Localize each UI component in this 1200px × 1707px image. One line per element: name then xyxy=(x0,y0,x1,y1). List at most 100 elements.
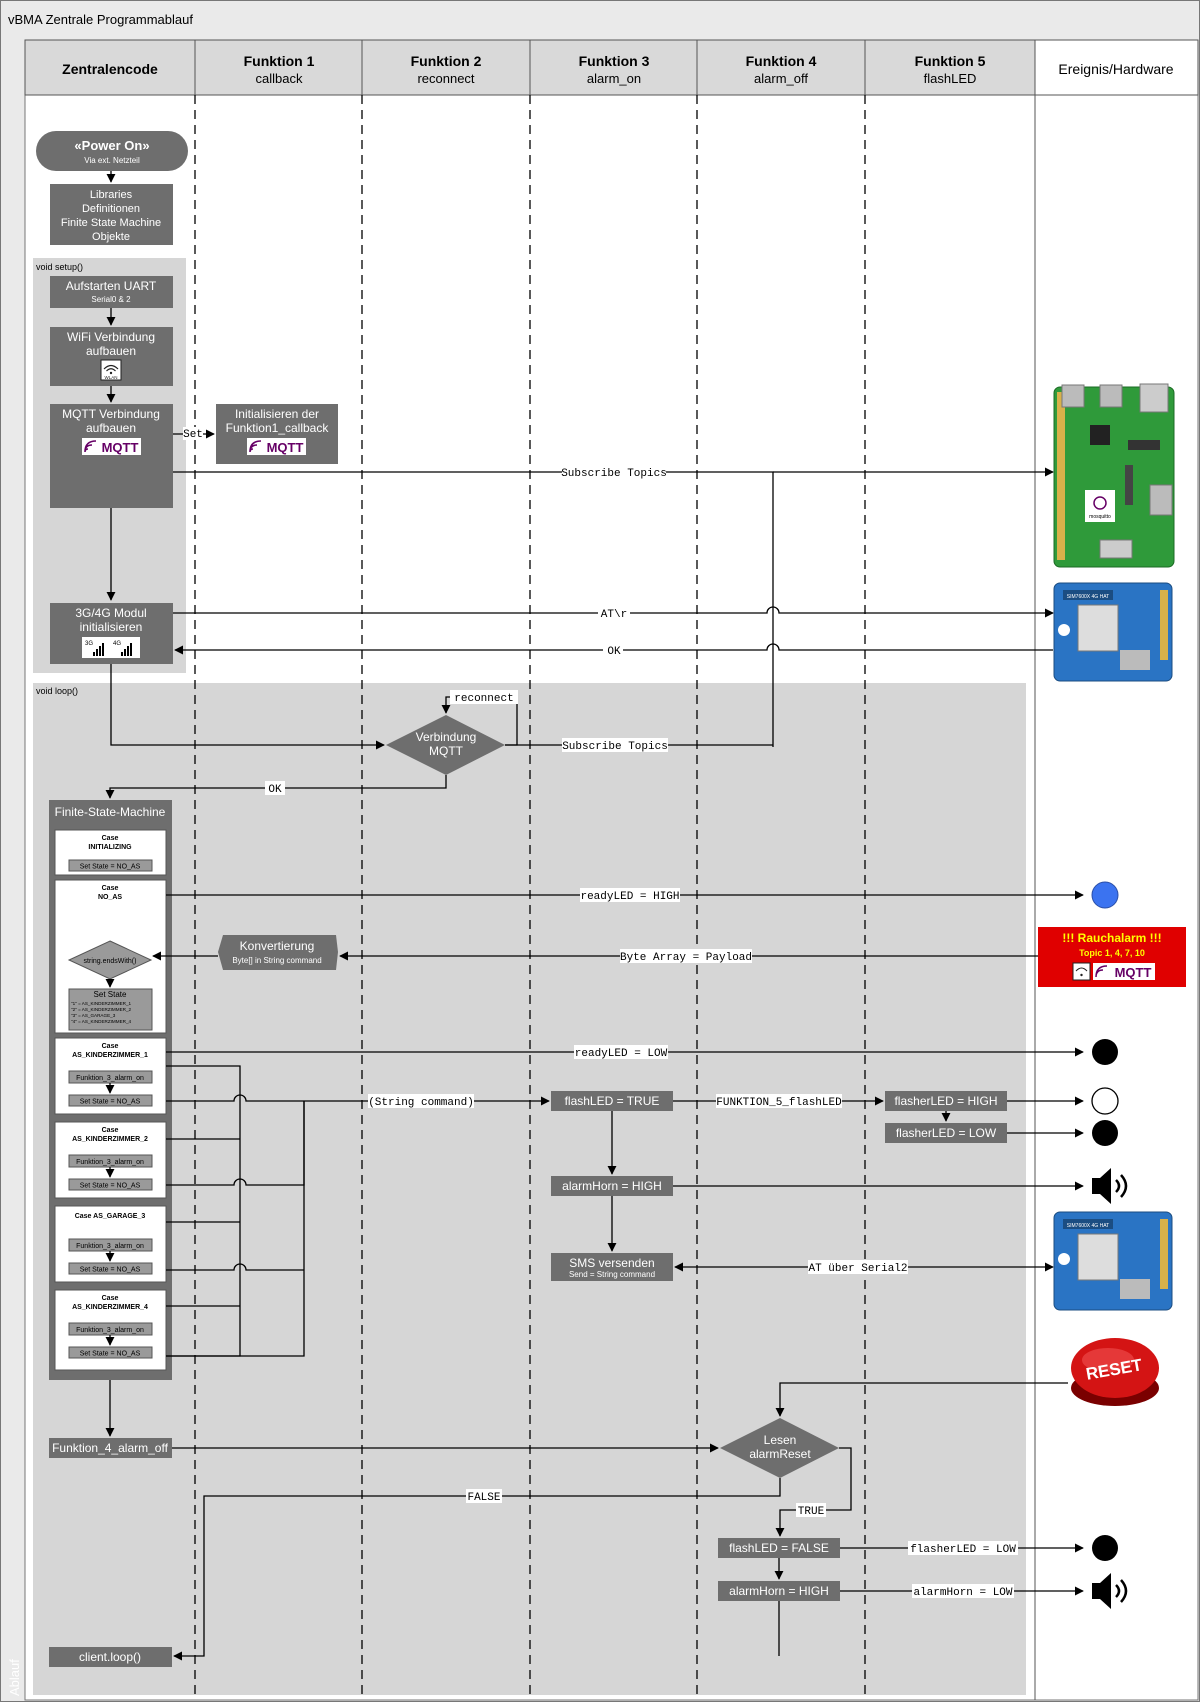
uart-title: Aufstarten UART xyxy=(66,279,157,293)
set-state-kz2-label: Set State = NO_AS xyxy=(80,1183,141,1190)
sms-box xyxy=(551,1253,673,1281)
lane-title-5: Funktion 5 xyxy=(915,53,986,69)
konvertierung-title: Konvertierung xyxy=(240,939,315,953)
loop-label: void loop() xyxy=(36,686,78,696)
client-loop-label: client.loop() xyxy=(79,1650,141,1664)
set-state-line-1: "1" = AS_KINDERZIMMER_1 xyxy=(71,1001,132,1006)
case-no-as-line-2: NO_AS xyxy=(98,894,122,901)
flashled-true-box xyxy=(551,1091,673,1111)
edge-label-string-command: (String command) xyxy=(368,1097,474,1109)
edge-label-flasher-low-final: flasherLED = LOW xyxy=(910,1544,1016,1556)
rauchalarm-mqtt-logo: MQTT xyxy=(1115,965,1152,980)
lane-subtitle-2: reconnect xyxy=(417,71,474,86)
wlan-icon-label: WLAN xyxy=(104,375,117,380)
wifi-line-1: WiFi Verbindung xyxy=(67,330,155,344)
edge-label-reconnect: reconnect xyxy=(454,693,513,705)
lesen-line-1: Lesen xyxy=(764,1433,797,1447)
set-state-initializing-label: Set State = NO_AS xyxy=(80,864,141,871)
edge-label-ready-high: readyLED = HIGH xyxy=(580,891,679,903)
lane-title-0: Zentralencode xyxy=(62,61,158,77)
signal-3g-label: 3G xyxy=(85,641,93,647)
diagram-title: vBMA Zentrale Programmablauf xyxy=(8,12,193,27)
signal-4g-label: 4G xyxy=(113,641,121,647)
mqtt-connect-box xyxy=(50,404,173,508)
client-loop-box xyxy=(49,1647,172,1667)
call-alarm-on-kz2-label: Funktion_3_alarm_on xyxy=(76,1159,144,1166)
libraries-line-1: Libraries xyxy=(90,189,133,201)
wifi-line-2: aufbauen xyxy=(86,344,136,358)
start-subtitle: Via ext. Netzteil xyxy=(84,156,140,165)
case-kz2-line-1: Case xyxy=(102,1127,119,1134)
reset-button-icon: RESET xyxy=(1071,1338,1159,1406)
alarmhorn-high-box xyxy=(551,1176,673,1196)
wlan-icon: WLAN xyxy=(100,359,122,381)
lane-subtitle-4: alarm_off xyxy=(754,71,808,86)
pool-label: Ablauf xyxy=(7,1659,22,1696)
callback-init-line-1: Initialisieren der xyxy=(235,407,319,421)
rauchalarm-event: !!! Rauchalarm !!! Topic 1, 4, 7, 10 MQT… xyxy=(1038,927,1186,987)
ready-led-off-icon xyxy=(1092,1039,1118,1065)
callback-mqtt-logo-icon: MQTT xyxy=(247,438,306,455)
lane-title-6: Ereignis/Hardware xyxy=(1058,61,1173,77)
call-alarm-on-kz4-label: Funktion_3_alarm_on xyxy=(76,1327,144,1334)
edge-label-byte-array: Byte Array = Payload xyxy=(620,952,752,964)
lane-subtitle-5: flashLED xyxy=(924,71,977,86)
case-kz1-line-2: AS_KINDERZIMMER_1 xyxy=(72,1052,148,1059)
edge-label-funktion5: FUNKTION_5_flashLED xyxy=(716,1097,842,1109)
verbindung-mqtt-decision xyxy=(386,715,505,775)
flashled-false-label: flashLED = FALSE xyxy=(729,1541,829,1555)
set-state-kz2 xyxy=(68,1178,153,1191)
mqtt-connect-line-1: MQTT Verbindung xyxy=(62,407,160,421)
alarmhorn-high-label: alarmHorn = HIGH xyxy=(562,1179,662,1193)
sms-subtitle: Send = String command xyxy=(569,1270,655,1279)
edge-label-ok-connection: OK xyxy=(268,784,282,796)
flasher-led-off-icon xyxy=(1092,1120,1118,1146)
lane-subtitle-3: alarm_on xyxy=(587,71,641,86)
mqtt-connect-line-2: aufbauen xyxy=(86,421,136,435)
setup-label: void setup() xyxy=(36,262,83,272)
case-initializing-line-2: INITIALIZING xyxy=(88,844,132,851)
lane-dashed-lines xyxy=(194,95,866,1700)
funktion4-call-label: Funktion_4_alarm_off xyxy=(52,1441,169,1455)
callback-mqtt-logo-text: MQTT xyxy=(267,440,304,455)
set-state-kz1 xyxy=(68,1094,153,1107)
set-state-initializing xyxy=(68,859,153,872)
speaker-icon xyxy=(1092,1168,1128,1204)
case-kz1-line-1: Case xyxy=(102,1043,119,1050)
mqtt-logo-icon: MQTT xyxy=(82,438,141,455)
call-alarm-on-kz1-label: Funktion_3_alarm_on xyxy=(76,1075,144,1082)
libraries-box xyxy=(50,184,173,245)
edge-label-alarm-horn-low-final: alarmHorn = LOW xyxy=(913,1587,1012,1599)
callback-init-line-2: Funktion1_callback xyxy=(226,421,330,435)
raspberry-pi-label: mosquitto xyxy=(1089,514,1111,520)
uart-subtitle: Serial0 & 2 xyxy=(91,295,131,304)
edge-label-subscribe-2: Subscribe Topics xyxy=(562,741,668,753)
set-state-mapping-box xyxy=(68,988,153,1031)
konvertierung-subtitle: Byte[] in String command xyxy=(232,956,321,965)
edge-label-true: TRUE xyxy=(798,1506,825,1518)
set-state-line-4: "4" = AS_KINDERZIMMER_4 xyxy=(71,1019,132,1024)
lane-header-dividers xyxy=(194,40,1036,95)
rauchalarm-title: !!! Rauchalarm !!! xyxy=(1062,931,1161,945)
call-alarm-on-garage-label: Funktion_3_alarm_on xyxy=(76,1243,144,1250)
case-no-as-line-1: Case xyxy=(102,885,119,892)
ready-led-blue-icon xyxy=(1091,881,1119,909)
sim-hat-bottom-label: SIM7600X 4G HAT xyxy=(1067,1223,1109,1229)
start-title: «Power On» xyxy=(74,138,149,153)
rauchalarm-wlan-icon xyxy=(1072,962,1091,981)
set-state-kz4-label: Set State = NO_AS xyxy=(80,1351,141,1358)
libraries-line-4: Objekte xyxy=(92,231,130,243)
lane-title-4: Funktion 4 xyxy=(746,53,817,69)
signal-icon: 3G 4G xyxy=(82,637,140,658)
edge-label-at-serial2: AT über Serial2 xyxy=(808,1263,907,1275)
alarmhorn-high2-label: alarmHorn = HIGH xyxy=(729,1584,829,1598)
raspberry-pi-board: mosquitto xyxy=(1053,383,1175,568)
case-initializing-line-1: Case xyxy=(102,835,119,842)
uart-box xyxy=(50,276,173,308)
edges xyxy=(105,171,1084,1661)
set-state-line-3: "3" = AS_GARAGE_3 xyxy=(71,1013,116,1018)
lane-title-2: Funktion 2 xyxy=(411,53,482,69)
edge-label-ready-low: readyLED = LOW xyxy=(575,1048,668,1060)
edge-label-set: Set xyxy=(183,429,203,441)
